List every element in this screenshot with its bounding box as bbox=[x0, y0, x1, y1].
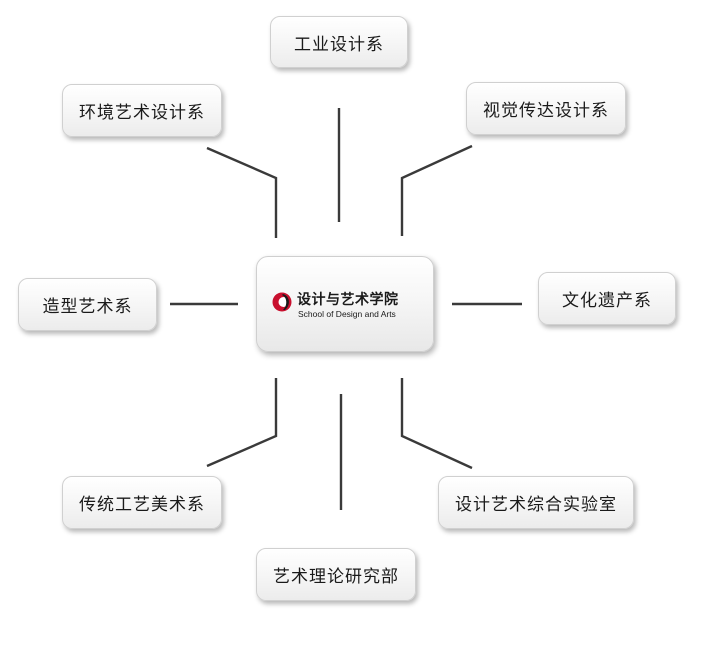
connector-lab bbox=[400, 378, 473, 470]
node-industrial-design[interactable]: 工业设计系 bbox=[270, 16, 408, 68]
school-name-en: School of Design and Arts bbox=[298, 309, 396, 319]
center-node-school[interactable]: 设计与艺术学院 School of Design and Arts bbox=[256, 256, 434, 352]
node-traditional-crafts[interactable]: 传统工艺美术系 bbox=[62, 476, 222, 529]
node-visual-communication-design[interactable]: 视觉传达设计系 bbox=[466, 82, 626, 135]
connector-traditional bbox=[206, 378, 278, 468]
node-art-theory-research[interactable]: 艺术理论研究部 bbox=[256, 548, 416, 601]
node-environmental-art-design[interactable]: 环境艺术设计系 bbox=[62, 84, 222, 137]
school-logo-icon bbox=[272, 292, 292, 312]
connector-environmental bbox=[206, 146, 278, 238]
school-name-cn: 设计与艺术学院 bbox=[297, 292, 399, 308]
connector-visual bbox=[400, 144, 473, 236]
node-cultural-heritage[interactable]: 文化遗产系 bbox=[538, 272, 676, 325]
node-design-art-lab[interactable]: 设计艺术综合实验室 bbox=[438, 476, 634, 529]
node-modeling-art[interactable]: 造型艺术系 bbox=[18, 278, 157, 331]
